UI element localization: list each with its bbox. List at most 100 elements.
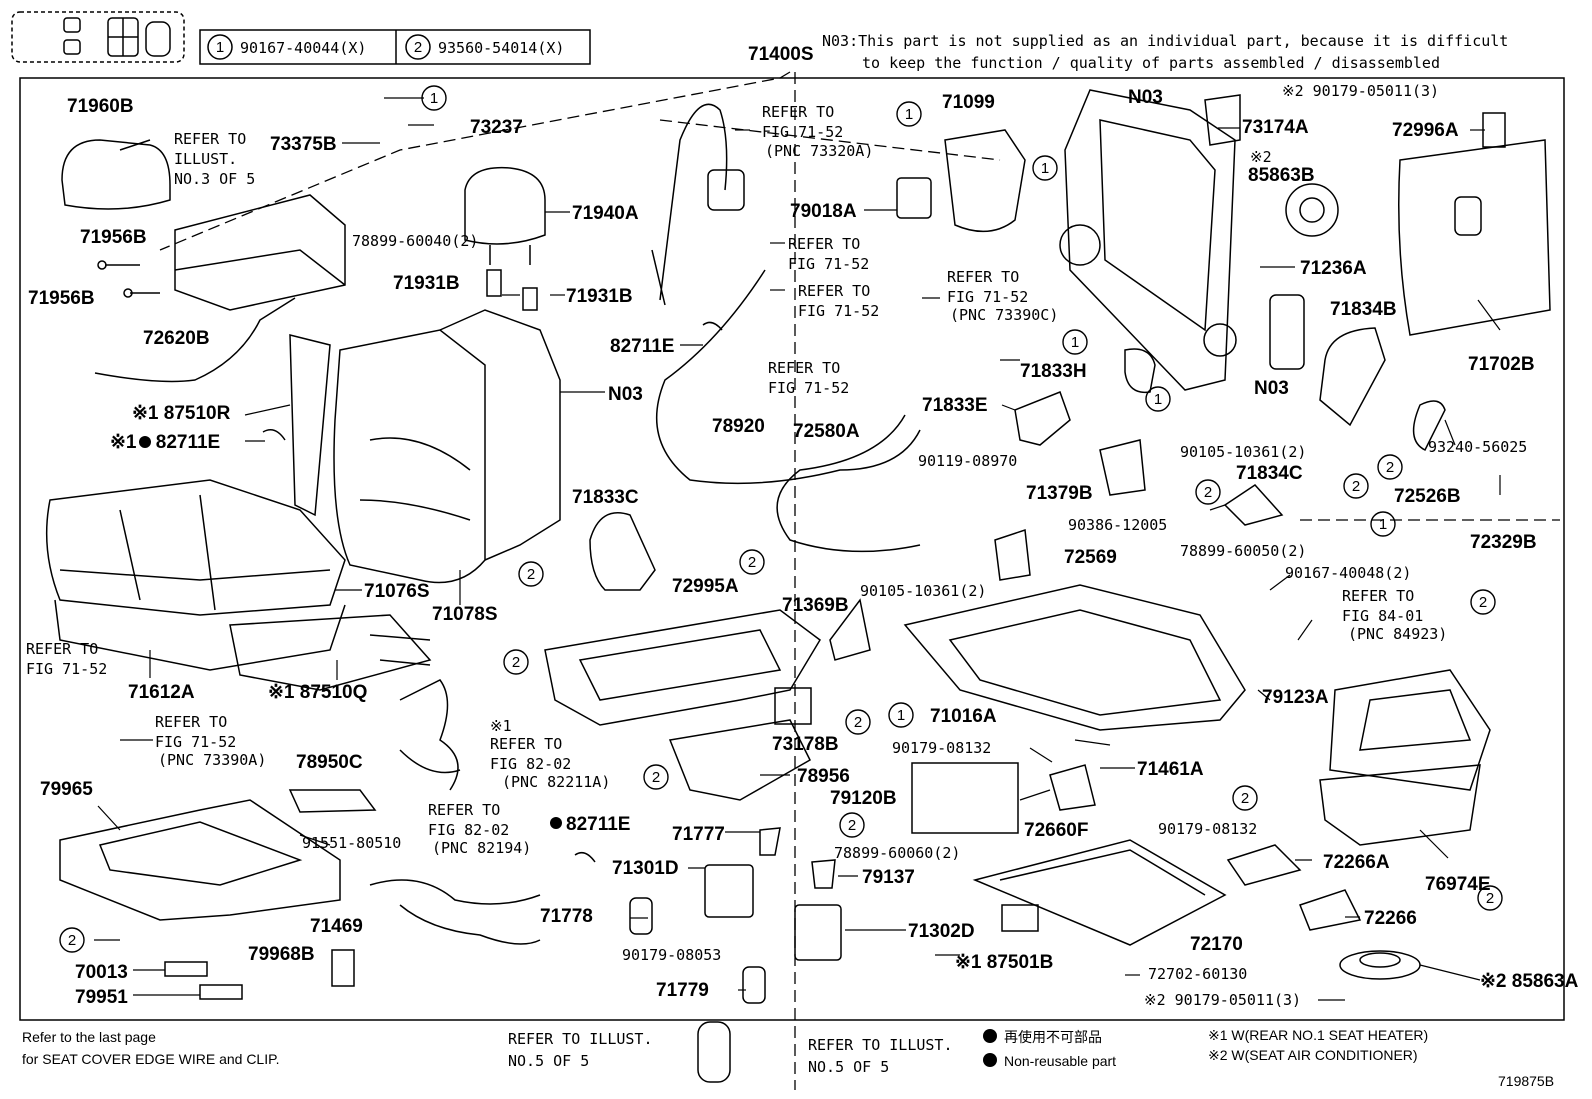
part-71461A: 71461A: [1137, 759, 1204, 780]
pnc-73320A: (PNC 73320A): [765, 142, 873, 160]
refer-fig-71-52-f-line1: REFER TO: [768, 359, 840, 377]
part-72329B: 72329B: [1470, 532, 1537, 553]
svg-text:1: 1: [430, 90, 438, 107]
part-79018A: 79018A: [790, 201, 857, 222]
legend-japanese: 再使用不可部品: [1004, 1029, 1102, 1045]
refer-illust-no3-line1: REFER TO: [174, 130, 246, 148]
part-78899-60060: 78899-60060(2): [834, 844, 960, 862]
key-2-marker: 2: [414, 39, 422, 56]
legend-non-reusable: Non-reusable part: [1004, 1053, 1116, 1069]
part-71369B: 71369B: [782, 595, 849, 616]
part-72266: 72266: [1364, 908, 1417, 929]
part-72170: 72170: [1190, 934, 1243, 955]
pnc-84923: (PNC 84923): [1348, 625, 1447, 643]
part-71931B-right: 71931B: [566, 286, 633, 307]
part-85863B: 85863B: [1248, 165, 1315, 186]
part-90105-10361-lower: 90105-10361(2): [860, 582, 986, 600]
refer-fig-71-52-e-line1: REFER TO: [798, 282, 870, 300]
refer-fig-71-52-left-line2: FIG 71-52: [26, 660, 107, 678]
part-71833E: 71833E: [922, 395, 988, 416]
part-79965: 79965: [40, 779, 93, 800]
part-79951: 79951: [75, 987, 128, 1008]
part-72580A: 72580A: [793, 421, 860, 442]
part-90386-12005: 90386-12005: [1068, 516, 1167, 534]
diagram-frame: [19, 77, 1565, 1021]
key-2-part: 93560-54014(X): [438, 39, 564, 57]
svg-text:2: 2: [1204, 484, 1212, 501]
refer-illust-no3-line3: NO.3 OF 5: [174, 170, 255, 188]
part-71834B: 71834B: [1330, 299, 1397, 320]
svg-text:2: 2: [1386, 459, 1394, 476]
drawing-number: 719875B: [1498, 1073, 1554, 1089]
footer-refer-illust-b-line1: REFER TO ILLUST.: [808, 1036, 953, 1054]
refer-fig-71-52-g-line2: FIG 71-52: [947, 288, 1028, 306]
part-71612A: 71612A: [128, 682, 195, 703]
pnc-73390C: (PNC 73390C): [950, 306, 1058, 324]
part-71301D: 71301D: [612, 858, 679, 879]
refer-fig-71-52-left-line1: REFER TO: [26, 640, 98, 658]
svg-text:2: 2: [652, 769, 660, 786]
part-73237: 73237: [470, 117, 523, 138]
part-85863A: ※2 85863A: [1480, 971, 1579, 992]
part-93240-56025: 93240-56025: [1428, 438, 1527, 456]
part-71469: 71469: [310, 916, 363, 937]
refer-illust-no3-line2: ILLUST.: [174, 150, 237, 168]
part-78920: 78920: [712, 416, 765, 437]
part-90179-08053: 90179-08053: [622, 946, 721, 964]
part-71779: 71779: [656, 980, 709, 1001]
part-72996A: 72996A: [1392, 120, 1459, 141]
svg-text:2: 2: [1352, 478, 1360, 495]
part-72702-60130: 72702-60130: [1148, 965, 1247, 983]
part-71076S: 71076S: [364, 581, 430, 602]
part-90179-08132-lower: 90179-08132: [1158, 820, 1257, 838]
part-71302D: 71302D: [908, 921, 975, 942]
part-N03-seatback: N03: [608, 384, 643, 405]
part-82711E-belt: 82711E: [610, 336, 674, 357]
svg-text:2: 2: [68, 932, 76, 949]
refer-fig-71-52-f-line2: FIG 71-52: [768, 379, 849, 397]
svg-text:1: 1: [1379, 516, 1387, 533]
part-90167-40048: 90167-40048(2): [1285, 564, 1411, 582]
footer-refer-illust-a-line1: REFER TO ILLUST.: [508, 1030, 653, 1048]
refer-fig-84-01-line1: REFER TO: [1342, 587, 1414, 605]
n03-note-line2: to keep the function / quality of parts …: [862, 54, 1440, 72]
refer-fig-82-02-b-line1: REFER TO: [428, 801, 500, 819]
pnc-82211A: (PNC 82211A): [502, 773, 610, 791]
part-71931B-left: 71931B: [393, 273, 460, 294]
part-90179-08132-upper: 90179-08132: [892, 739, 991, 757]
refer-fig-82-02-a-line1: REFER TO: [490, 735, 562, 753]
part-87501B: ※1 87501B: [955, 952, 1053, 973]
part-71956B-upper: 71956B: [80, 227, 147, 248]
refer-fig-82-02-b-line2: FIG 82-02: [428, 821, 509, 839]
part-90179-05011-lower: ※2 90179-05011(3): [1144, 991, 1301, 1009]
svg-text:1: 1: [1041, 160, 1049, 177]
part-70013: 70013: [75, 962, 128, 983]
refer-fig-71-52-buckle-line2: FIG 71-52: [155, 733, 236, 751]
part-71099: 71099: [942, 92, 995, 113]
refer-fig-84-01-line2: FIG 84-01: [1342, 607, 1423, 625]
part-82711E-left: ※1 82711E: [110, 432, 220, 453]
n03-note-line1: N03:This part is not supplied as an indi…: [822, 32, 1508, 50]
svg-text:2: 2: [748, 554, 756, 571]
part-71833C: 71833C: [572, 487, 639, 508]
footnote-1: ※1 W(REAR NO.1 SEAT HEATER): [1208, 1027, 1428, 1043]
part-72569: 72569: [1064, 547, 1117, 568]
part-71236A: 71236A: [1300, 258, 1367, 279]
part-79123A: 79123A: [1262, 687, 1329, 708]
part-71777: 71777: [672, 824, 725, 845]
svg-text:1: 1: [1154, 391, 1162, 408]
seat-illustrations: [45, 89, 1551, 1083]
part-73375B: 73375B: [270, 134, 337, 155]
fastener-markers: [59, 85, 1503, 953]
svg-text:2: 2: [1486, 890, 1494, 907]
refer-fig-71-52-buckle-line1: REFER TO: [155, 713, 227, 731]
part-71702B: 71702B: [1468, 354, 1535, 375]
part-71960B: 71960B: [67, 96, 134, 117]
part-72266A: 72266A: [1323, 852, 1390, 873]
part-71833H: 71833H: [1020, 361, 1087, 382]
part-71956B-lower: 71956B: [28, 288, 95, 309]
footer-note-line1: Refer to the last page: [22, 1029, 156, 1045]
part-79137: 79137: [862, 867, 915, 888]
part-71379B: 71379B: [1026, 483, 1093, 504]
part-87510R: ※1 87510R: [132, 403, 231, 424]
